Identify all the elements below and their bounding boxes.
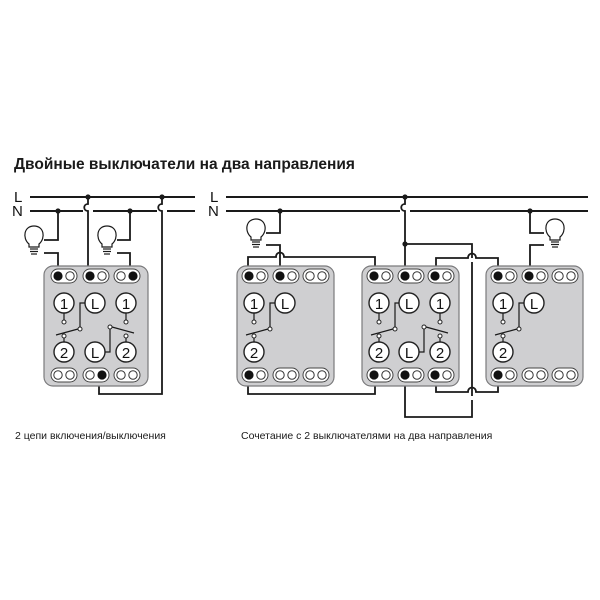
- right-diagram-caption: Сочетание с 2 выключателями на два напра…: [241, 430, 493, 442]
- switch-block-1: 1 L 2: [236, 265, 335, 387]
- bus-label-neutral: N: [12, 203, 23, 220]
- svg-text:L: L: [530, 296, 538, 313]
- svg-text:1: 1: [375, 296, 383, 313]
- svg-text:L: L: [405, 345, 413, 362]
- switch-block-2: 1 L 1 2 L 2: [361, 265, 460, 387]
- bus-label-live: L: [14, 189, 22, 206]
- svg-text:1: 1: [499, 296, 507, 313]
- switch-block-3: 1 L 2: [485, 265, 584, 387]
- svg-text:1: 1: [122, 296, 130, 313]
- bus-label-live: L: [210, 189, 218, 206]
- svg-text:2: 2: [499, 345, 507, 362]
- svg-text:1: 1: [250, 296, 258, 313]
- svg-text:1: 1: [60, 296, 68, 313]
- lamp-icon: [246, 218, 266, 248]
- lamp-icon: [545, 218, 565, 248]
- svg-text:L: L: [91, 345, 99, 362]
- lamp-icon: [97, 225, 117, 255]
- svg-text:L: L: [405, 296, 413, 313]
- bus-label-neutral: N: [208, 203, 219, 220]
- svg-text:2: 2: [375, 345, 383, 362]
- lamp-icon: [24, 225, 44, 255]
- diagram-title: Двойные выключатели на два направления: [14, 156, 355, 173]
- left-diagram-caption: 2 цепи включения/выключения: [15, 430, 166, 442]
- svg-text:1: 1: [436, 296, 444, 313]
- svg-text:L: L: [281, 296, 289, 313]
- svg-text:2: 2: [250, 345, 258, 362]
- svg-text:2: 2: [122, 345, 130, 362]
- left-diagram: L N 1 L 1 2 L: [12, 189, 195, 395]
- svg-text:L: L: [91, 296, 99, 313]
- svg-text:2: 2: [60, 345, 68, 362]
- right-diagram: L N: [208, 189, 588, 418]
- svg-text:2: 2: [436, 345, 444, 362]
